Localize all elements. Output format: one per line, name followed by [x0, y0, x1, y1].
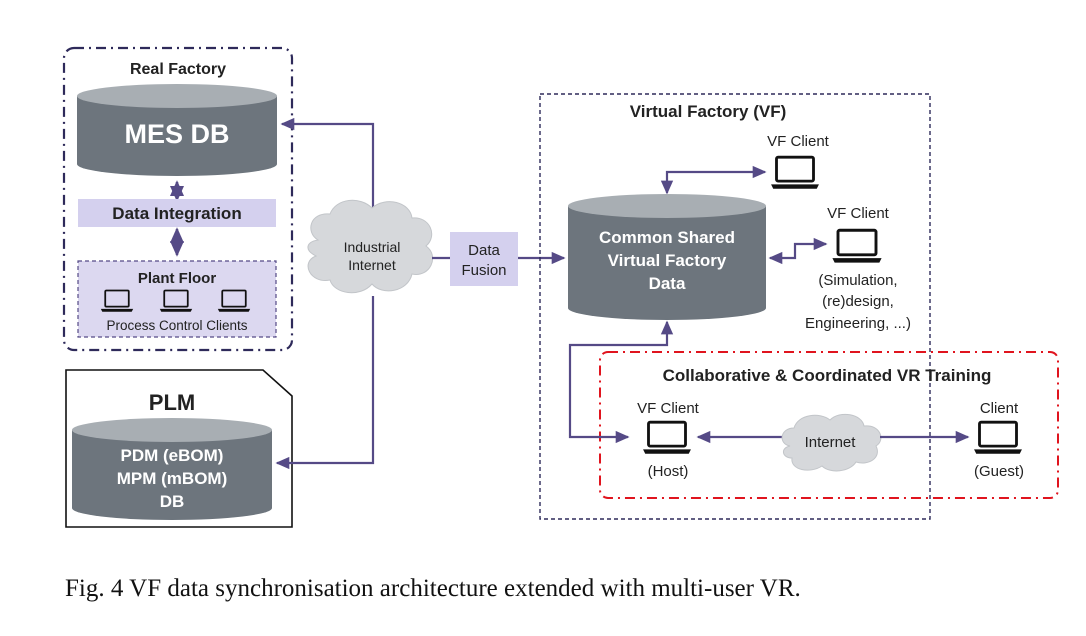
arrow-db-vfclient-right: [768, 237, 828, 265]
vr-training-border: [599, 351, 1059, 499]
real-factory-group: Real Factory MES DB Data Integration Pla…: [62, 46, 294, 352]
plant-floor-box: [77, 260, 277, 338]
guest-role-label: (Guest): [974, 463, 1024, 480]
vf-db-line3: Data: [649, 274, 686, 293]
plant-clients-label: Process Control Clients: [106, 318, 247, 333]
data-integration-box: [78, 199, 276, 227]
arrow-db-to-host: [568, 320, 674, 444]
vf-client-role-1: (Simulation,: [818, 272, 897, 289]
laptop-icon: [972, 420, 1024, 456]
real-factory-border: [62, 46, 294, 352]
laptop-icon: [769, 155, 821, 191]
mes-db-cylinder: MES DB: [77, 84, 277, 176]
common-shared-db-cylinder: Common Shared Virtual Factory Data: [568, 194, 766, 320]
host-role-label: (Host): [648, 463, 689, 480]
plm-db-line2: MPM (mBOM): [117, 469, 227, 488]
plm-db-line3: DB: [160, 492, 185, 511]
plant-floor-title: Plant Floor: [138, 270, 216, 287]
mes-db-label: MES DB: [124, 119, 229, 149]
arrow-db-vfclient-top: [660, 165, 767, 195]
internet-cloud: Internet: [781, 413, 882, 472]
vf-db-line2: Virtual Factory: [608, 251, 727, 270]
industrial-internet-line1: Industrial: [344, 239, 401, 255]
plm-title: PLM: [149, 390, 195, 415]
laptop-icon: [830, 228, 884, 265]
vf-db-line1: Common Shared: [599, 228, 735, 247]
data-fusion-line2: Fusion: [461, 262, 506, 279]
plm-db-cylinder: PDM (eBOM) MPM (mBOM) DB: [72, 418, 272, 520]
industrial-internet-line2: Internet: [348, 257, 396, 273]
plm-group: PLM PDM (eBOM) MPM (mBOM) DB: [65, 369, 293, 528]
vr-training-group: Collaborative & Coordinated VR Training …: [568, 320, 1059, 499]
industrial-internet-cloud: Industrial Internet: [307, 199, 433, 294]
virtual-factory-group: Virtual Factory (VF) VF Client Common Sh…: [539, 93, 931, 520]
real-factory-title: Real Factory: [130, 61, 226, 78]
virtual-factory-border: [539, 93, 931, 520]
guest-client-label: Client: [980, 400, 1019, 417]
figure-caption: Fig. 4 VF data synchronisation architect…: [65, 575, 801, 602]
arrow-internet-to-plm: [275, 296, 375, 470]
vf-client-role-3: Engineering, ...): [805, 315, 911, 332]
data-integration-label: Data Integration: [112, 204, 241, 223]
data-fusion-box: [450, 232, 518, 286]
vr-training-title: Collaborative & Coordinated VR Training: [663, 366, 992, 385]
internet-label: Internet: [805, 434, 857, 451]
data-fusion-line1: Data: [468, 242, 500, 259]
arrow-internet-to-mes: [280, 117, 375, 216]
vf-client-role-2: (re)design,: [822, 293, 894, 310]
vf-client-top-label: VF Client: [767, 133, 830, 150]
host-client-label: VF Client: [637, 400, 700, 417]
laptop-icon: [641, 420, 693, 456]
virtual-factory-title: Virtual Factory (VF): [630, 102, 787, 121]
plm-db-line1: PDM (eBOM): [121, 446, 224, 465]
vf-client-right-label: VF Client: [827, 205, 890, 222]
